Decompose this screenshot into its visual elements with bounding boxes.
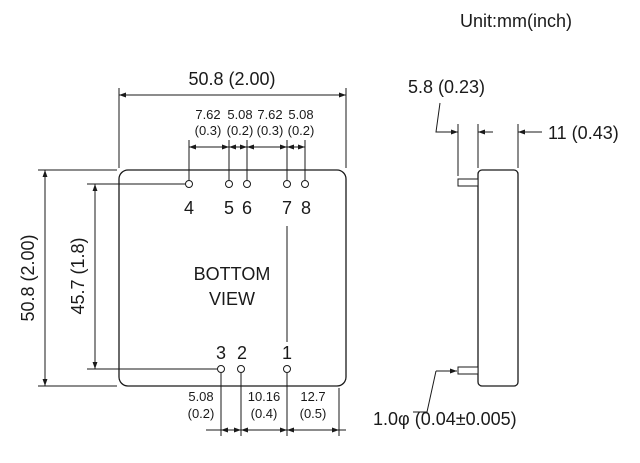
overall-height-label: 50.8 (2.00) (18, 234, 38, 321)
module-outline (118, 169, 347, 387)
pin-length-leader (435, 102, 444, 133)
top-pitch-4-inch: (0.2) (288, 123, 315, 138)
pin-7-label: 7 (282, 198, 292, 218)
pin-3-label: 3 (216, 343, 226, 363)
pin-1-label: 1 (282, 343, 292, 363)
top-pitch-2-mm: 5.08 (227, 107, 252, 122)
pin-8-hole (301, 180, 309, 188)
bottom-pitch-1-mm: 5.08 (188, 389, 213, 404)
pin-7-hole (283, 180, 291, 188)
pin-5-hole (225, 180, 233, 188)
overall-width-label: 50.8 (2.00) (188, 69, 275, 89)
body-thickness-label: 11 (0.43) (548, 123, 619, 143)
side-view: 5.8 (0.23) 11 (0.43) 1.0φ (0.04±0.005) (373, 77, 619, 429)
pin-1-hole (283, 365, 291, 373)
bottom-pitch-3-inch: (0.5) (300, 406, 327, 421)
view-label-line-1: BOTTOM (194, 264, 271, 284)
top-pitch-4-mm: 5.08 (288, 107, 313, 122)
bottom-pitch-3-mm: 12.7 (300, 389, 325, 404)
top-pitch-3-inch: (0.3) (257, 123, 284, 138)
pin-row-spacing-label: 45.7 (1.8) (68, 237, 88, 314)
pin-4-label: 4 (184, 198, 194, 218)
pin-8-label: 8 (301, 198, 311, 218)
pin-6-label: 6 (242, 198, 252, 218)
view-label-line-2: VIEW (209, 289, 255, 309)
top-pitch-2-inch: (0.2) (227, 123, 254, 138)
pin-2-label: 2 (237, 343, 247, 363)
bottom-pitch-1-inch: (0.2) (188, 406, 215, 421)
pin-diameter-leader (413, 370, 437, 413)
side-pin-top (457, 178, 479, 187)
module-side-body (477, 169, 519, 387)
pin-4-hole (185, 180, 193, 188)
top-pitch-1-mm: 7.62 (195, 107, 220, 122)
pin-length-label: 5.8 (0.23) (408, 77, 485, 97)
pin-diameter-label: 1.0φ (0.04±0.005) (373, 409, 517, 429)
bottom-pitch-2-inch: (0.4) (251, 406, 278, 421)
bottom-view: 50.8 (2.00) 50.8 (2.00) 45.7 (1.8) 7.62 … (18, 69, 347, 436)
pin-2-hole (237, 365, 245, 373)
top-pitch-1-inch: (0.3) (195, 123, 222, 138)
pin-6-hole (243, 180, 251, 188)
unit-label: Unit:mm(inch) (460, 11, 572, 31)
pin-5-label: 5 (224, 198, 234, 218)
top-pitch-3-mm: 7.62 (257, 107, 282, 122)
bottom-pitch-2-mm: 10.16 (248, 389, 281, 404)
pin-3-hole (217, 365, 225, 373)
side-pin-bottom (457, 366, 479, 375)
